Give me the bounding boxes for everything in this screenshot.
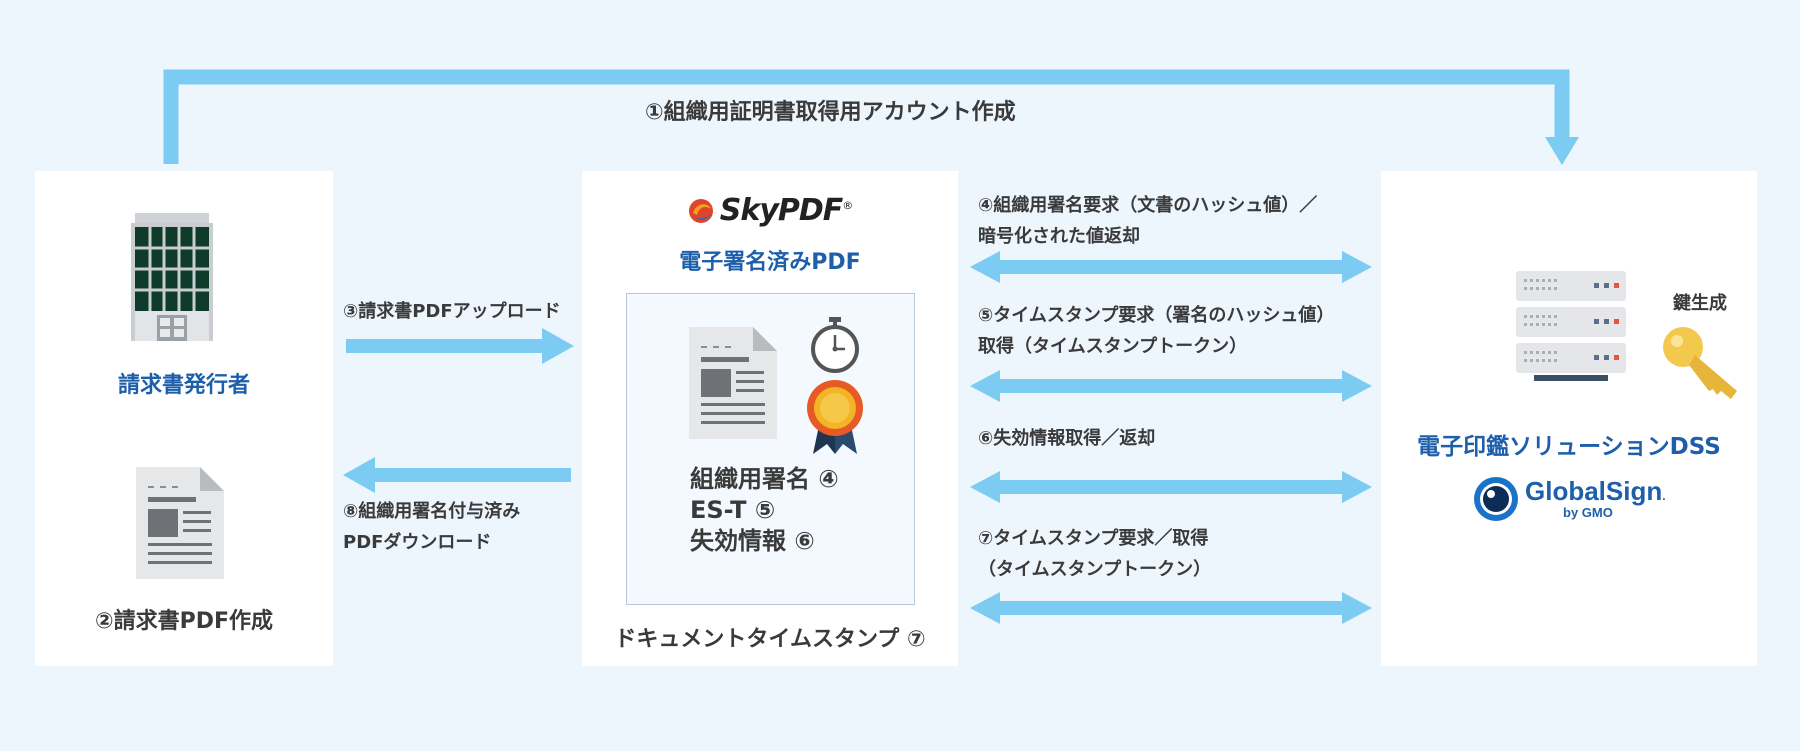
step7-line1: ⑦タイムスタンプ要求／取得 <box>978 528 1209 549</box>
step5-line2: 取得（タイムスタンプトークン） <box>978 336 1248 357</box>
step4-label: ④組織用署名要求（文書のハッシュ値）／ 暗号化された値返却 <box>978 190 1317 252</box>
signed-document-icon <box>689 327 777 439</box>
step5-arrow <box>970 370 1372 402</box>
key-generation-label: 鍵生成 <box>1673 293 1727 314</box>
step6-label: ⑥失効情報取得／返却 <box>978 423 1155 454</box>
step4-line1: ④組織用署名要求（文書のハッシュ値）／ <box>978 195 1318 216</box>
download-arrow <box>343 457 571 493</box>
skypdf-swirl-icon <box>688 198 713 223</box>
account-flow-label: ①組織用証明書取得用アカウント作成 <box>645 100 1016 125</box>
globalsign-logo: GlobalSign. by GMO <box>1473 476 1673 526</box>
document-icon <box>136 467 224 579</box>
step6-arrow <box>970 471 1372 503</box>
step7-arrow <box>970 592 1372 624</box>
dss-panel: 鍵生成 電子印鑑ソリューションDSS GlobalSign. by GMO <box>1381 171 1757 666</box>
stopwatch-icon <box>811 317 859 373</box>
step7-line2: （タイムスタンプトークン） <box>978 559 1212 580</box>
skypdf-panel: SkyPDF® 電子署名済みPDF 組織用 <box>582 171 958 666</box>
dss-title: 電子印鑑ソリューションDSS <box>1417 434 1721 460</box>
step6-line1: ⑥失効情報取得／返却 <box>978 428 1156 449</box>
issuer-title: 請求書発行者 <box>117 373 250 398</box>
upload-label: ③請求書PDFアップロード <box>343 301 561 322</box>
signature-box: 組織用署名 ④ ES-T ⑤ 失効情報 ⑥ <box>626 293 915 605</box>
signature-line-org: 組織用署名 ④ <box>690 465 839 493</box>
signature-lines: 組織用署名 ④ ES-T ⑤ 失効情報 ⑥ <box>690 464 839 557</box>
download-label: ⑧組織用署名付与済み PDFダウンロード <box>343 496 520 558</box>
office-building-icon <box>131 213 213 341</box>
upload-arrow <box>346 328 574 364</box>
globalsign-name-text: GlobalSign <box>1525 476 1663 506</box>
step4-arrow <box>970 251 1372 283</box>
download-label-line2: PDFダウンロード <box>343 532 492 553</box>
skypdf-logo-mark: ® <box>842 199 854 212</box>
pdf-create-label: ②請求書PDF作成 <box>94 609 274 634</box>
globalsign-name: GlobalSign. <box>1525 476 1666 507</box>
step7-label: ⑦タイムスタンプ要求／取得 （タイムスタンプトークン） <box>978 523 1211 585</box>
skypdf-logo-text: SkyPDF <box>719 193 843 228</box>
download-label-line1: ⑧組織用署名付与済み <box>343 501 521 522</box>
step4-line2: 暗号化された値返却 <box>978 226 1140 247</box>
globalsign-name-mark: . <box>1662 489 1666 503</box>
issuer-panel: 請求書発行者 ②請求書PDF作成 <box>35 171 333 666</box>
step5-label: ⑤タイムスタンプ要求（署名のハッシュ値） 取得（タイムスタンプトークン） <box>978 300 1334 362</box>
step5-line1: ⑤タイムスタンプ要求（署名のハッシュ値） <box>978 305 1335 326</box>
globalsign-eye-icon <box>1474 477 1518 521</box>
server-icon <box>1516 271 1626 381</box>
skypdf-logo: SkyPDF® <box>582 193 958 228</box>
globalsign-sub: by GMO <box>1563 505 1613 520</box>
signature-line-revocation: 失効情報 ⑥ <box>690 527 815 555</box>
signed-pdf-label: 電子署名済みPDF <box>679 250 861 275</box>
key-icon <box>1663 327 1737 399</box>
signature-line-est: ES-T ⑤ <box>690 496 776 524</box>
award-badge-icon <box>807 380 863 454</box>
doc-timestamp-label: ドキュメントタイムスタンプ ⑦ <box>614 627 926 652</box>
